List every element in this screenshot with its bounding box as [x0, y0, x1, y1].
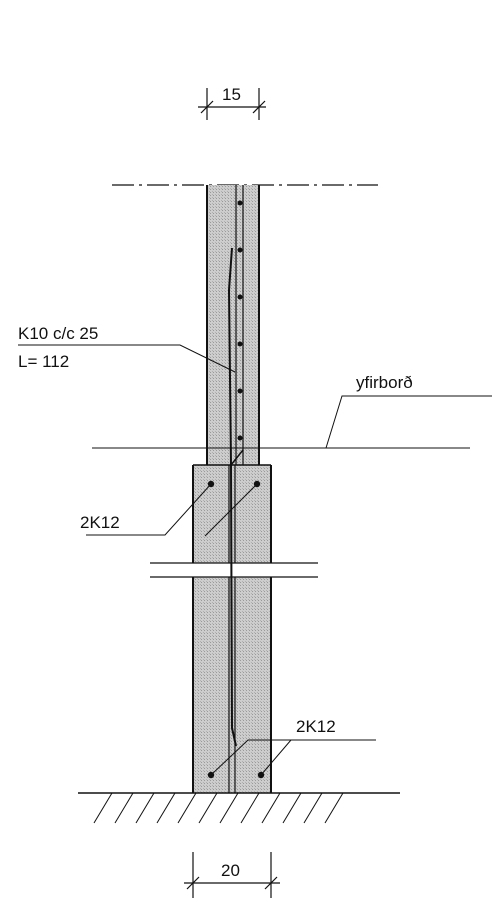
ground [78, 792, 400, 824]
dimension-bottom: 20 [184, 852, 280, 898]
bars-upper-callout: 2K12 [80, 483, 258, 537]
break-gap [150, 562, 320, 578]
dimension-top: 15 [198, 85, 266, 120]
stirrup-label-line2: L= 112 [18, 352, 69, 371]
surface-line: yfirborð [92, 373, 492, 449]
upper-column [206, 185, 260, 465]
stirrup-label-line1: K10 c/c 25 [18, 324, 98, 343]
dimension-top-label: 15 [222, 85, 241, 104]
bars-lower-label: 2K12 [296, 717, 336, 736]
surface-label: yfirborð [356, 373, 413, 392]
bars-upper-label: 2K12 [80, 513, 120, 532]
dimension-bottom-label: 20 [221, 861, 240, 880]
stirrup-callout: K10 c/c 25 L= 112 [18, 324, 236, 373]
stirrup-bar [227, 247, 244, 747]
bars-lower-callout: 2K12 [210, 717, 376, 776]
